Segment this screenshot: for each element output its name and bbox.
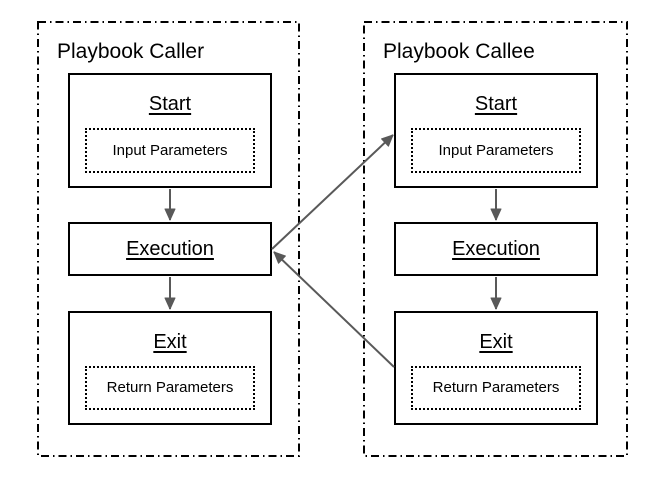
caller-input-parameters-label: Input Parameters (112, 141, 228, 159)
node-callee-start: Start Input Parameters (394, 73, 598, 188)
arrow-callee-exit-to-caller-execution (273, 251, 395, 368)
caller-return-parameters-label: Return Parameters (106, 379, 234, 396)
caller-return-parameters-box: Return Parameters (85, 366, 255, 410)
callee-return-parameters-box: Return Parameters (411, 366, 581, 410)
arrow-caller-execution-to-callee-start (271, 134, 394, 250)
node-caller-exit-label: Exit (153, 331, 187, 353)
callee-panel-title: Playbook Callee (383, 40, 535, 63)
callee-return-parameters-label: Return Parameters (432, 379, 560, 396)
node-callee-exit: Exit Return Parameters (394, 311, 598, 425)
node-callee-exit-label: Exit (479, 331, 513, 353)
node-caller-start: Start Input Parameters (68, 73, 272, 188)
node-caller-start-label: Start (148, 93, 192, 115)
node-caller-exit: Exit Return Parameters (68, 311, 272, 425)
callee-input-parameters-box: Input Parameters (411, 128, 581, 173)
caller-panel-title: Playbook Caller (57, 40, 205, 63)
node-caller-execution-label: Execution (126, 238, 214, 260)
node-callee-start-label: Start (474, 93, 518, 115)
node-callee-execution: Execution (394, 222, 598, 276)
node-caller-execution: Execution (68, 222, 272, 276)
caller-input-parameters-box: Input Parameters (85, 128, 255, 173)
node-callee-execution-label: Execution (452, 238, 540, 260)
callee-input-parameters-label: Input Parameters (438, 141, 554, 159)
